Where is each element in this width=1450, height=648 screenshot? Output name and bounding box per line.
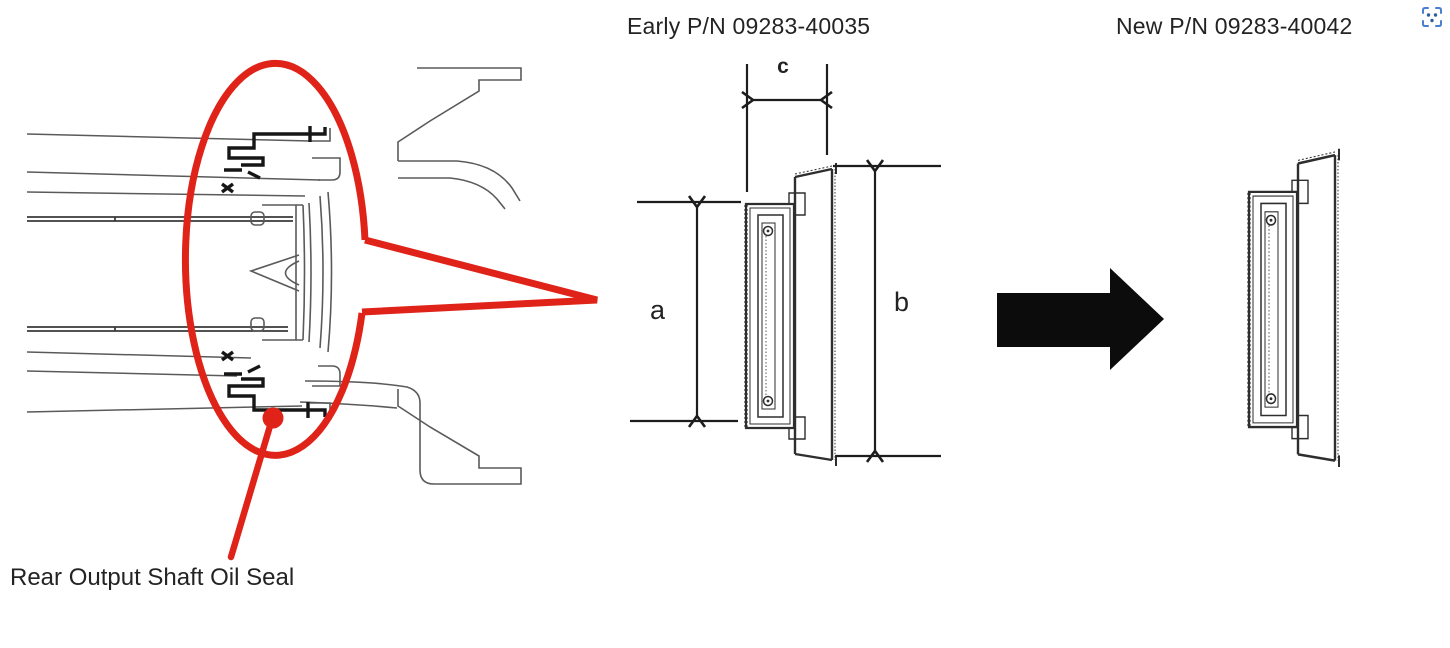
replacement-arrow (997, 268, 1164, 370)
dimension-b-label: b (894, 287, 910, 317)
transfer-case-cross-section (26, 67, 522, 485)
ocr-capture-icon[interactable] (1420, 5, 1444, 29)
dimension-c-label: c (777, 55, 789, 78)
dimension-a-label: a (650, 295, 666, 325)
red-highlight-callout (181, 59, 598, 561)
new-part-number-label: New P/N 09283-40042 (1116, 13, 1353, 39)
early-part-number-label: Early P/N 09283-40035 (627, 13, 871, 39)
early-seal-drawing (630, 64, 941, 468)
new-seal-drawing (1247, 147, 1341, 469)
oil-seal-callout-label: Rear Output Shaft Oil Seal (10, 564, 295, 591)
